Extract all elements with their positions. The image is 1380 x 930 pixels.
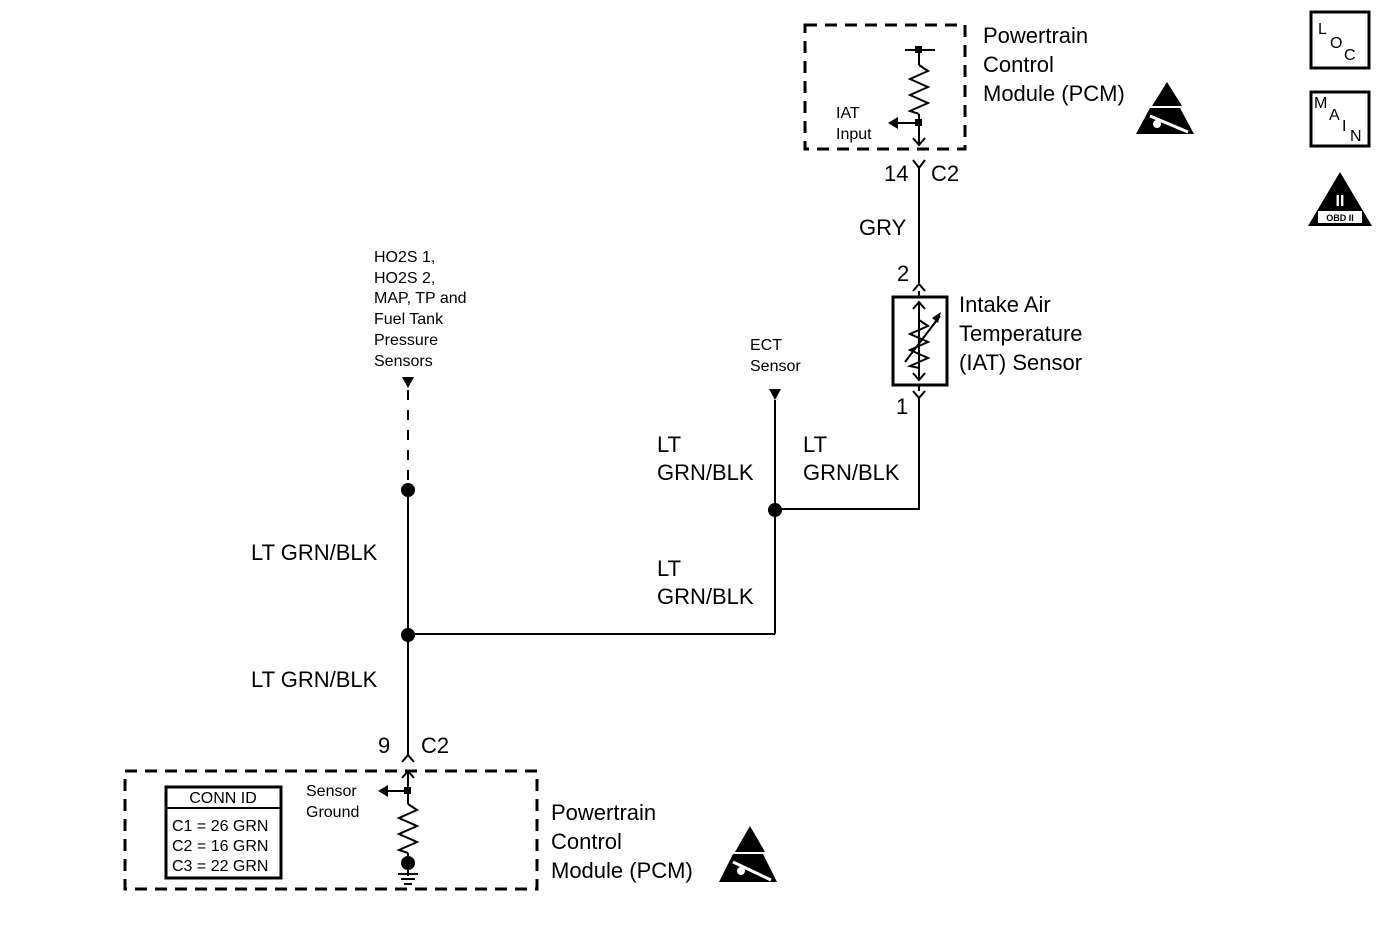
pcm-top: IAT Input Powertrain Control Module (PCM… [803,23,1194,151]
iat-thermistor-icon [906,319,931,369]
connector-c2-top-label: C2 [931,161,959,186]
iat-title-3: (IAT) Sensor [959,350,1082,375]
pcm-bottom-title-2: Control [551,829,622,854]
wire-iat-branch-label-1: LT [803,432,827,457]
iat-input-label-1: IAT [836,105,860,122]
esd-warning-icon [719,826,777,882]
pcm-bottom-boundary [123,769,539,891]
ho2s-arrow-icon [402,377,414,388]
conn-id-row-3: C3 = 22 GRN [172,858,268,875]
pin-9-label: 9 [378,733,390,758]
pin-9-connector [401,753,415,763]
wire-middle-label-1: LT [657,556,681,581]
main-letter-a: A [1329,107,1340,124]
wire-gry-label: GRY [859,215,907,240]
obd-ii-label: OBD II [1326,213,1354,223]
splice-ect [768,503,782,517]
ho2s-label-4: Fuel Tank [374,311,444,328]
main-letter-m: M [1314,95,1327,112]
connector-c2-bottom-label: C2 [421,733,449,758]
wire-left-lower-label: LT GRN/BLK [251,667,378,692]
pcm-bottom-title-3: Module (PCM) [551,858,693,883]
ho2s-label-1: HO2S 1, [374,249,435,266]
pcm-bottom-resistor [396,803,420,854]
pcm-top-boundary [803,23,967,151]
loc-icon[interactable]: L O C [1309,10,1371,70]
ect-label-1: ECT [750,337,782,354]
sensor-ground-label-2: Ground [306,804,359,821]
main-letter-i: I [1342,118,1346,135]
loc-letter-o: O [1330,35,1342,52]
obd-ii-icon[interactable]: II OBD II [1308,172,1372,226]
pcm-top-resistor [907,64,931,115]
conn-id-header: CONN ID [189,790,257,807]
iat-input-label-2: Input [836,126,872,143]
iat-title-1: Intake Air [959,292,1051,317]
wire-middle-label-2: GRN/BLK [657,584,754,609]
ho2s-label-3: MAP, TP and [374,290,467,307]
pcm-top-title-3: Module (PCM) [983,81,1125,106]
ho2s-label-2: HO2S 2, [374,270,435,287]
splice-main [401,628,415,642]
main-icon[interactable]: M A I N [1309,90,1371,148]
loc-letter-c: C [1344,47,1356,64]
sensor-ground-label-1: Sensor [306,783,357,800]
conn-id-row-2: C2 = 16 GRN [172,838,268,855]
wire-iat-branch [775,398,920,510]
conn-id-table: CONN ID C1 = 26 GRN C2 = 16 GRN C3 = 22 … [164,785,283,880]
pcm-bottom-title-1: Powertrain [551,800,656,825]
pcm-top-title-2: Control [983,52,1054,77]
wire-left-upper-label: LT GRN/BLK [251,540,378,565]
wire-ect-label-2: GRN/BLK [657,460,754,485]
iat-pin-2-label: 2 [897,261,909,286]
pcm-bottom: Sensor Ground CONN ID C1 = 26 GRN C2 = 1… [123,769,777,891]
obd-ii-numeral: II [1336,193,1345,210]
ground-icon [398,873,418,885]
iat-pin-1-label: 1 [896,394,908,419]
iat-sensor: 2 Intake Air Temperature (IAT) Sensor 1 [891,261,1083,419]
ho2s-label-6: Sensors [374,353,433,370]
pin-14-label: 14 [884,161,908,186]
wire-iat-branch-label-2: GRN/BLK [803,460,900,485]
main-letter-n: N [1350,128,1362,145]
conn-id-row-1: C1 = 26 GRN [172,818,268,835]
esd-warning-icon [1136,82,1194,134]
ect-arrow-icon [769,389,781,400]
iat-input-arrow [888,117,898,129]
loc-letter-l: L [1318,21,1327,38]
iat-title-2: Temperature [959,321,1083,346]
ect-label-2: Sensor [750,358,801,375]
pcm-top-title-1: Powertrain [983,23,1088,48]
sensor-ground-arrow [378,785,388,797]
pin-14-connector [912,159,926,170]
ho2s-label-5: Pressure [374,332,438,349]
wire-ect-label-1: LT [657,432,681,457]
